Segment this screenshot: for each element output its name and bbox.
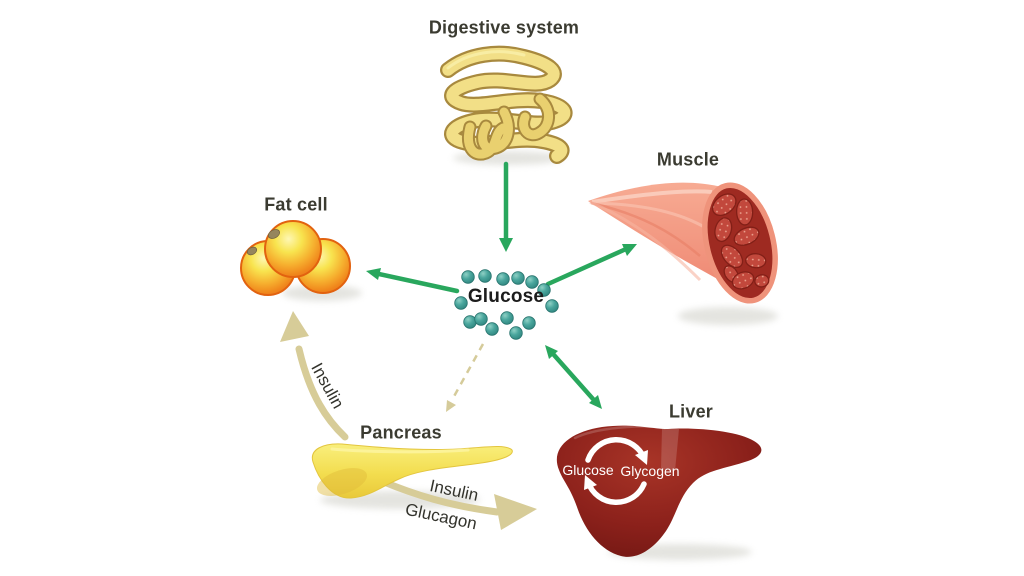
insulin-arrow-to-fat-cell bbox=[295, 345, 349, 441]
insulin-glucagon-arrowhead bbox=[494, 494, 537, 530]
liver-cycle-glycogen-label: Glycogen bbox=[620, 463, 680, 479]
arrow-glucose-liver-double bbox=[551, 352, 596, 402]
muscle-label: Muscle bbox=[656, 149, 720, 170]
insulin-arrowhead bbox=[280, 311, 309, 342]
glucose-label: Glucose bbox=[467, 286, 545, 307]
liver-ligament bbox=[661, 428, 679, 471]
muscle-illustration bbox=[588, 182, 778, 304]
muscle-cross-section bbox=[702, 182, 778, 304]
fat-cell-illustration bbox=[240, 220, 351, 296]
digestive-system-illustration bbox=[440, 45, 573, 164]
liver-cycle-arrows bbox=[584, 436, 648, 506]
glucose-to-pancreas-dashed-arrow bbox=[446, 343, 485, 412]
fat-cell-label: Fat cell bbox=[264, 194, 328, 215]
pancreas-label: Pancreas bbox=[360, 422, 442, 443]
arrow-glucose-to-fat-cell bbox=[376, 271, 460, 294]
digestive-system-label: Digestive system bbox=[428, 17, 580, 38]
glucose-flow-arrows bbox=[366, 161, 637, 409]
arrow-glucose-to-muscle bbox=[545, 246, 629, 287]
liver-illustration bbox=[556, 425, 762, 557]
pancreas-illustration bbox=[311, 443, 513, 499]
glucose-dots bbox=[454, 269, 559, 340]
liver-cycle-glucose-label: Glucose bbox=[562, 462, 614, 478]
liver-label: Liver bbox=[668, 401, 714, 422]
fat-cell-nucleus bbox=[268, 229, 280, 239]
fat-cell-nucleus bbox=[246, 246, 258, 256]
